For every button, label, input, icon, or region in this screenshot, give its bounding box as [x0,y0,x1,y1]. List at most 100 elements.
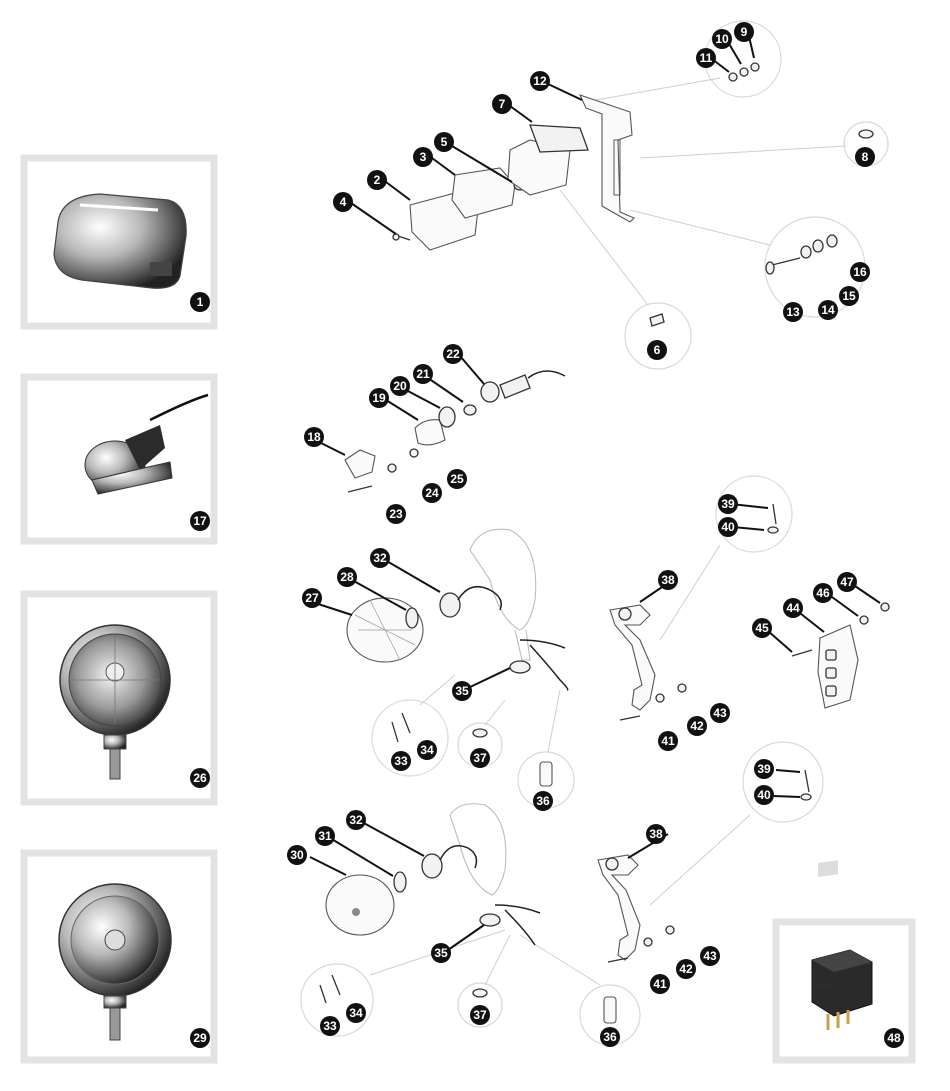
callout-29: 29 [190,1028,210,1048]
relay-label: Relay [819,984,832,990]
svg-text:32: 32 [349,813,363,827]
reverse-lamp-wire [527,370,566,379]
callout-40-lower: 40 [754,785,774,805]
callout-1: 1 [190,292,210,312]
callout-41-lower: 41 [650,974,670,994]
svg-text:3: 3 [420,150,427,164]
svg-text:38: 38 [661,573,675,587]
bracket-12 [578,94,635,223]
nut-47 [880,602,890,612]
svg-text:35: 35 [455,684,469,698]
callout-26: 26 [190,768,210,788]
callout-24: 24 [422,483,442,503]
callout-21: 21 [413,364,433,384]
callout-39: 39 [718,494,738,514]
callout-18: 18 [304,427,324,447]
svg-text:45: 45 [755,621,769,635]
photo-frame-number-plate-lamp [20,154,218,330]
screw-34-lower [331,974,341,996]
svg-text:36: 36 [603,1030,617,1044]
callout-41: 41 [658,731,678,751]
callout-10: 10 [712,29,732,49]
bracket-38-lower [597,854,641,961]
svg-text:8: 8 [862,150,869,164]
svg-text:26: 26 [193,771,207,785]
seal-20 [438,406,456,428]
callout-33-lower: 33 [320,1016,340,1036]
svg-text:9: 9 [741,25,748,39]
bracket-38 [609,604,656,711]
reverse-lamp-parts [344,370,566,493]
callout-23: 23 [386,504,406,524]
nut-43-lower [665,925,675,935]
washer-15 [812,239,824,253]
screw-4-head [392,233,400,241]
callout-46: 46 [813,583,833,603]
photo-frame-fog-lamp [20,590,218,806]
callout-22: 22 [443,344,463,364]
svg-text:39: 39 [721,497,735,511]
holder-22 [480,381,500,403]
svg-text:30: 30 [290,848,304,862]
svg-text:6: 6 [654,343,661,357]
svg-text:37: 37 [473,1008,487,1022]
screw-45 [791,649,813,657]
svg-text:18: 18 [307,430,321,444]
svg-text:19: 19 [372,391,386,405]
callout-20: 20 [390,376,410,396]
screw-23 [347,485,373,493]
callout-36-lower: 36 [600,1027,620,1047]
svg-text:41: 41 [653,977,667,991]
bolt-13-head [765,261,775,275]
spot-lamp-shell-outline [449,803,507,896]
callout-28: 28 [337,567,357,587]
grommet-35-lower [479,913,501,927]
nut-43 [677,683,687,693]
callout-31: 31 [315,826,335,846]
grommet-37-lower [472,988,488,998]
relay-photo: Relay [811,860,873,1030]
washer-10 [739,67,749,77]
callout-42-lower: 42 [676,959,696,979]
bolt-41 [619,715,641,721]
callout-12: 12 [530,71,550,91]
callout-13: 13 [783,302,803,322]
callout-34: 34 [417,740,437,760]
callout-17: 17 [190,511,210,531]
callout-14: 14 [818,300,838,320]
callout-9: 9 [734,22,754,42]
spot-lamp-parts [319,769,812,1024]
svg-text:15: 15 [842,289,856,303]
callout-19: 19 [369,388,389,408]
callout-16: 16 [850,262,870,282]
svg-text:2: 2 [374,173,381,187]
callout-5: 5 [434,132,454,152]
svg-text:5: 5 [441,135,448,149]
svg-text:33: 33 [394,754,408,768]
svg-text:10: 10 [715,32,729,46]
bolt-41-lower [607,957,629,963]
callout-38-lower: 38 [646,824,666,844]
screw-34 [401,712,411,734]
callout-48: 48 [884,1028,904,1048]
svg-text:44: 44 [786,601,800,615]
lamp-body-18 [344,449,376,479]
callout-15: 15 [839,286,859,306]
svg-text:39: 39 [757,762,771,776]
callout-8: 8 [855,147,875,167]
connector-36 [539,761,553,787]
holder-32 [439,592,461,618]
callout-33: 33 [391,751,411,771]
callout-32-lower: 32 [346,810,366,830]
svg-text:38: 38 [649,827,663,841]
callout-2: 2 [367,170,387,190]
bulb-28 [405,607,419,629]
svg-text:14: 14 [821,303,835,317]
svg-text:42: 42 [679,962,693,976]
svg-text:34: 34 [420,743,434,757]
screw-4 [397,235,411,241]
photo-frame-spot-lamp [20,849,218,1064]
callout-38: 38 [658,570,678,590]
svg-text:7: 7 [499,97,506,111]
